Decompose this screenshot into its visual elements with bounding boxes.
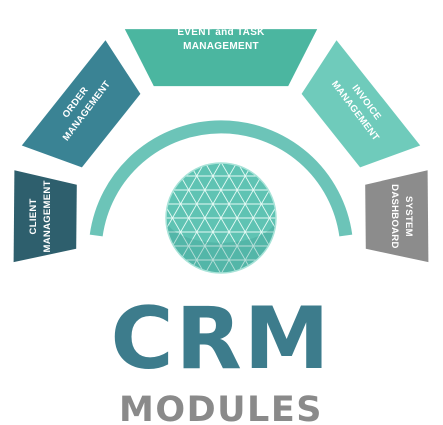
- inner-arc: [89, 120, 353, 237]
- event-module-label: EVENT and TASK MANAGEMENT: [177, 27, 265, 52]
- dashboard-label-line-2: DASHBOARD: [389, 184, 400, 248]
- system-dashboard-segment: [365, 170, 429, 263]
- dashboard-module-label: SYSTEMDASHBOARD: [389, 184, 414, 248]
- client-management-segment: [13, 170, 77, 263]
- event-task-management-segment: [124, 29, 318, 87]
- crm-title: CRM: [111, 289, 332, 389]
- event-label-line-1: EVENT and TASK: [177, 27, 265, 38]
- invoice-management-segment: [301, 40, 421, 168]
- modules-subtitle: MODULES: [119, 390, 323, 425]
- dashboard-label-line-1: SYSTEM: [403, 196, 414, 237]
- order-management-segment: [21, 40, 141, 168]
- client-label-line-1: CLIENT: [28, 198, 39, 234]
- globe-icon: [165, 162, 277, 274]
- globe-shadow: [166, 218, 276, 273]
- globe-rim: [165, 162, 277, 274]
- event-label-line-2: MANAGEMENT: [183, 41, 259, 52]
- client-label-line-2: MANAGEMENT: [42, 180, 53, 252]
